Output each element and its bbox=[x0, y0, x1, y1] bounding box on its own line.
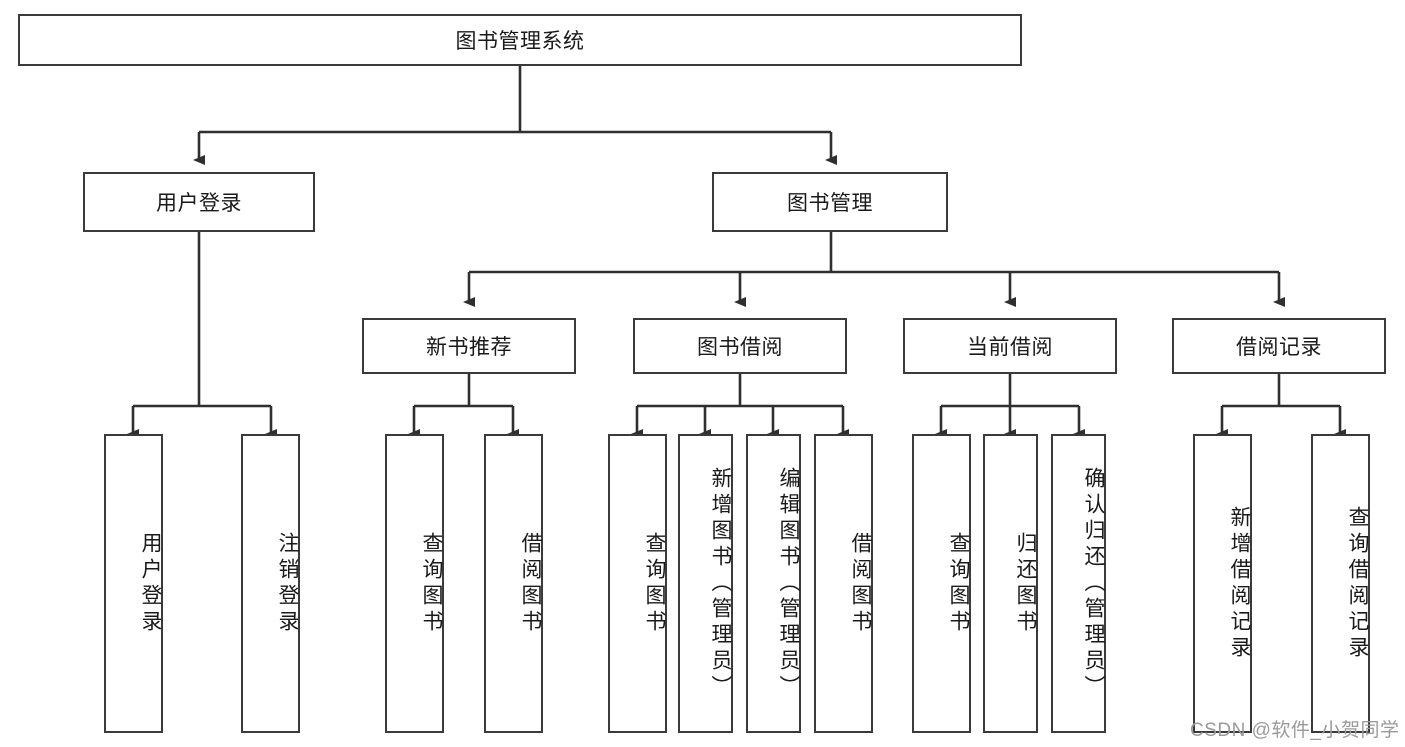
leaf-record-query-record[interactable]: 查询借阅记录 bbox=[1311, 434, 1370, 733]
node-root-label: 图书管理系统 bbox=[455, 30, 585, 53]
node-borrow-record-label: 借阅记录 bbox=[1236, 336, 1322, 359]
watermark-text: CSDN @软件_小贺同学 bbox=[1190, 720, 1400, 741]
leaf-label: 查询图书 bbox=[420, 531, 443, 636]
leaf-borrow-query-book[interactable]: 查询图书 bbox=[608, 434, 667, 733]
leaf-label: 查询借阅记录 bbox=[1346, 505, 1369, 662]
node-book-management[interactable]: 图书管理 bbox=[712, 172, 948, 232]
leaf-label: 新增借阅记录 bbox=[1228, 505, 1251, 662]
leaf-label: 借阅图书 bbox=[519, 531, 542, 636]
leaf-recommend-borrow-book[interactable]: 借阅图书 bbox=[484, 434, 543, 733]
node-book-management-label: 图书管理 bbox=[787, 192, 873, 215]
node-borrow-record[interactable]: 借阅记录 bbox=[1172, 318, 1386, 374]
leaf-label: 编辑图书（管理员） bbox=[777, 466, 800, 701]
node-current-borrow[interactable]: 当前借阅 bbox=[903, 318, 1117, 374]
leaf-record-add-record[interactable]: 新增借阅记录 bbox=[1193, 434, 1252, 733]
node-new-book-recommend[interactable]: 新书推荐 bbox=[362, 318, 576, 374]
node-user-login-label: 用户登录 bbox=[156, 192, 242, 215]
leaf-user-login-signin[interactable]: 用户登录 bbox=[104, 434, 163, 733]
node-current-borrow-label: 当前借阅 bbox=[967, 336, 1053, 359]
node-book-borrow-label: 图书借阅 bbox=[697, 336, 783, 359]
node-root[interactable]: 图书管理系统 bbox=[18, 14, 1022, 66]
node-user-login[interactable]: 用户登录 bbox=[83, 172, 315, 232]
leaf-current-return-book[interactable]: 归还图书 bbox=[983, 434, 1038, 733]
leaf-borrow-add-book-admin[interactable]: 新增图书（管理员） bbox=[678, 434, 733, 733]
leaf-current-confirm-return-admin[interactable]: 确认归还（管理员） bbox=[1051, 434, 1106, 733]
leaf-label: 确认归还（管理员） bbox=[1082, 466, 1105, 701]
leaf-borrow-borrow-book[interactable]: 借阅图书 bbox=[814, 434, 873, 733]
leaf-recommend-query-book[interactable]: 查询图书 bbox=[385, 434, 444, 733]
leaf-user-login-signout[interactable]: 注销登录 bbox=[241, 434, 300, 733]
leaf-label: 用户登录 bbox=[139, 531, 162, 636]
leaf-label: 注销登录 bbox=[276, 531, 299, 636]
leaf-label: 借阅图书 bbox=[849, 531, 872, 636]
leaf-label: 新增图书（管理员） bbox=[709, 466, 732, 701]
node-book-borrow[interactable]: 图书借阅 bbox=[633, 318, 847, 374]
leaf-label: 查询图书 bbox=[947, 531, 970, 636]
node-new-book-recommend-label: 新书推荐 bbox=[426, 336, 512, 359]
leaf-current-query-book[interactable]: 查询图书 bbox=[912, 434, 971, 733]
leaf-label: 归还图书 bbox=[1014, 531, 1037, 636]
leaf-borrow-edit-book-admin[interactable]: 编辑图书（管理员） bbox=[746, 434, 801, 733]
leaf-label: 查询图书 bbox=[643, 531, 666, 636]
